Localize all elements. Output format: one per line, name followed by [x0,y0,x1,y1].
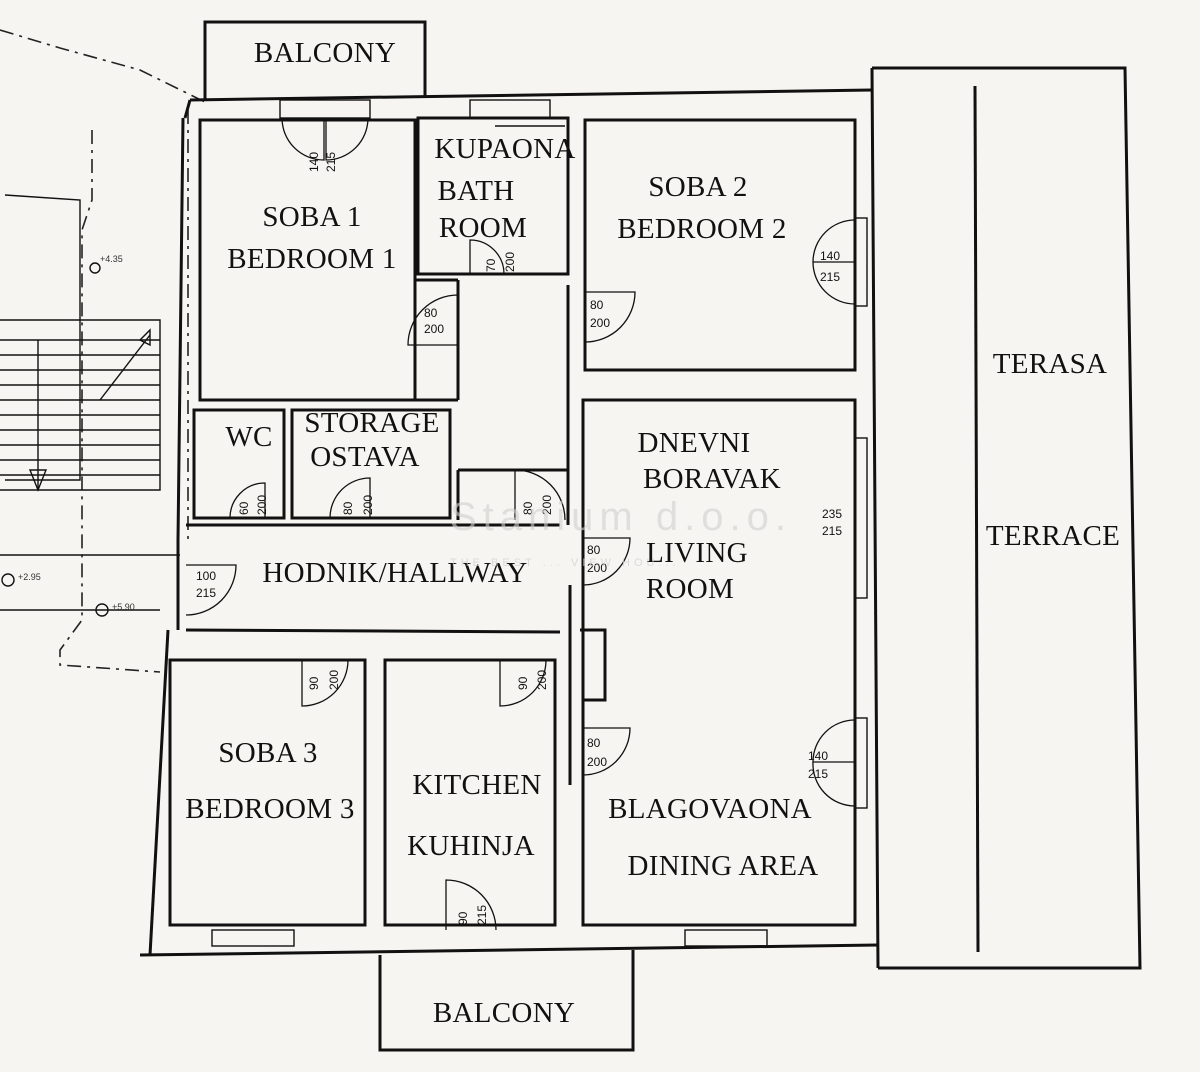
hallway-label: HODNIK/HALLWAY [262,557,527,589]
bedroom1-label-en: BEDROOM 1 [227,243,396,275]
kitchen-door-w: 90 [516,676,530,690]
level-label-a: +4.35 [100,254,123,264]
kitchen-door-h: 200 [535,670,549,690]
bed1-door-h: 200 [424,322,444,336]
storage-label-hr: OSTAVA [310,441,420,473]
storage-door-h: 200 [361,495,375,515]
bed1-door-w: 80 [424,306,438,320]
bed3-door-w: 90 [307,676,321,690]
wc-door-h: 200 [255,495,269,515]
terrace-label-hr: TERASA [993,348,1108,380]
terrace: TERASA TERRACE [870,66,1142,970]
bed1-window-w: 140 [307,152,321,172]
dining-label-hr: BLAGOVAONA [608,793,812,825]
entry-door-w: 100 [196,569,216,583]
bed1-window-h: 215 [324,152,338,172]
stair-treads [0,339,160,476]
dining-window-w: 140 [808,749,828,763]
living-window-h: 215 [822,524,842,538]
watermark-tagline: THE BEST ... VIEW HOU... [450,557,680,569]
entry-door-h: 215 [196,586,216,600]
watermark-brand: Stanium d.o.o. [450,495,792,539]
living-label-hr2: BORAVAK [643,463,781,495]
dining-window-h: 215 [808,767,828,781]
living-label-en2: ROOM [646,573,734,605]
wc: 60 200 WC [192,408,286,520]
level-label-c: +5.90 [112,602,135,612]
level-label-b: +2.95 [18,572,41,582]
bedroom-1: 140 215 80 200 SOBA 1 BEDROOM 1 [198,99,460,402]
inner-corridor: 80 200 [456,285,570,525]
living-label-en1: LIVING [646,537,748,569]
living-window-w: 235 [822,507,842,521]
bedroom3-label-hr: SOBA 3 [218,737,317,769]
bath-label-hr: KUPAONA [434,133,575,165]
bathroom: 70 200 KUPAONA BATH ROOM [416,99,575,276]
storage-door-w: 80 [341,501,355,515]
bed2-door-w: 80 [590,298,604,312]
living-door-w: 80 [587,543,601,557]
hall-door-h: 200 [540,495,554,515]
storage: 80 200 STORAGE OSTAVA [290,407,452,520]
kitchen-balcony-door-w: 90 [456,911,470,925]
hall-door-w: 80 [521,501,535,515]
kitchen-label-hr: KUHINJA [407,830,535,862]
balcony-bottom-label: BALCONY [433,997,575,1029]
dining-door-w: 80 [587,736,601,750]
living-label-hr1: DNEVNI [638,427,751,459]
living-dining: 235 215 80 200 80 200 140 215 DNEVNI BOR… [581,398,868,947]
hallway: 100 215 HODNIK/HALLWAY [185,523,607,785]
stairwell-area: +4.35 +2.95 +5.90 [0,29,206,673]
watermark: Stanium d.o.o. THE BEST ... VIEW HOU... [450,495,792,569]
kitchen-label-en: KITCHEN [412,769,541,801]
bed2-window-h: 215 [820,270,840,284]
dining-door-h: 200 [587,755,607,769]
bedroom1-label-hr: SOBA 1 [262,201,361,233]
living-door-h: 200 [587,561,607,575]
wc-label: WC [225,421,272,453]
bedroom-2: 140 215 80 200 SOBA 2 BEDROOM 2 [583,118,868,372]
bath-label-en2: ROOM [439,212,527,244]
bedroom2-label-en: BEDROOM 2 [617,213,786,245]
bed3-door-h: 200 [327,670,341,690]
storage-label-en: STORAGE [304,407,439,439]
bed2-window-w: 140 [820,249,840,263]
bed2-door-h: 200 [590,316,610,330]
terrace-label-en: TERRACE [986,520,1120,552]
bedroom-3: 90 200 SOBA 3 BEDROOM 3 [168,658,367,947]
dining-label-en: DINING AREA [628,850,819,882]
balcony-top-label: BALCONY [254,37,396,69]
balcony-bottom: BALCONY [378,950,635,1052]
bath-door-h: 200 [503,252,517,272]
bedroom2-label-hr: SOBA 2 [648,171,747,203]
balcony-top: BALCONY [203,20,427,100]
wc-door-w: 60 [237,501,251,515]
bath-label-en1: BATH [438,175,515,207]
bedroom3-label-en: BEDROOM 3 [185,793,354,825]
kitchen: 90 200 90 215 KITCHEN KUHINJA [383,658,557,931]
bath-door-w: 70 [484,258,498,272]
kitchen-balcony-door-h: 215 [475,905,489,925]
